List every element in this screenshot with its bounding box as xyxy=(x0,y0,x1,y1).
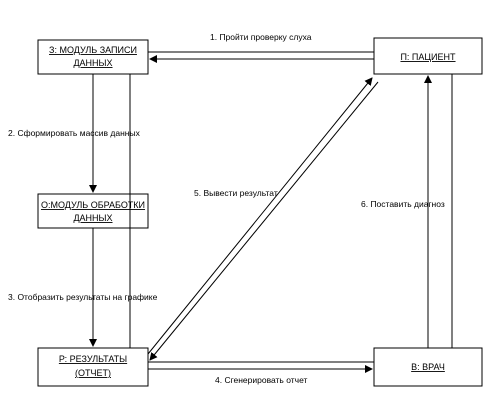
results-label-line2: (ОТЧЕТ) xyxy=(75,368,111,378)
node-results: Р: РЕЗУЛЬТАТЫ (ОТЧЕТ) xyxy=(37,347,149,387)
doctor-label: В: ВРАЧ xyxy=(411,362,445,372)
message-1-label: 1. Пройти проверку слуха xyxy=(210,32,312,42)
registration-module-label-line1: З: МОДУЛЬ ЗАПИСИ xyxy=(49,45,137,55)
processing-module-label-line1: О:МОДУЛЬ ОБРАБОТКИ xyxy=(41,200,145,210)
processing-module-label-line2: ДАННЫХ xyxy=(73,213,112,223)
results-label-line1: Р: РЕЗУЛЬТАТЫ xyxy=(59,354,127,364)
node-registration-module: З: МОДУЛЬ ЗАПИСИ ДАННЫХ xyxy=(37,39,149,75)
message-3-label: 3. Отобразить результаты на графике xyxy=(8,292,158,302)
message-4-label: 4. Сгенерировать отчет xyxy=(215,375,308,385)
message-2-label: 2. Сформировать массив данных xyxy=(8,128,141,138)
message-5-label: 5. Вывести результат xyxy=(194,188,278,198)
node-patient: П: ПАЦИЕНТ xyxy=(373,37,483,75)
patient-label: П: ПАЦИЕНТ xyxy=(400,52,456,62)
message-5-arrow xyxy=(147,77,373,355)
node-processing-module: О:МОДУЛЬ ОБРАБОТКИ ДАННЫХ xyxy=(37,193,149,229)
message-6-label: 6. Поставить диагноз xyxy=(361,199,445,209)
registration-module-label-line2: ДАННЫХ xyxy=(73,58,112,68)
node-doctor: В: ВРАЧ xyxy=(373,347,483,387)
link-results-patient xyxy=(149,81,379,361)
